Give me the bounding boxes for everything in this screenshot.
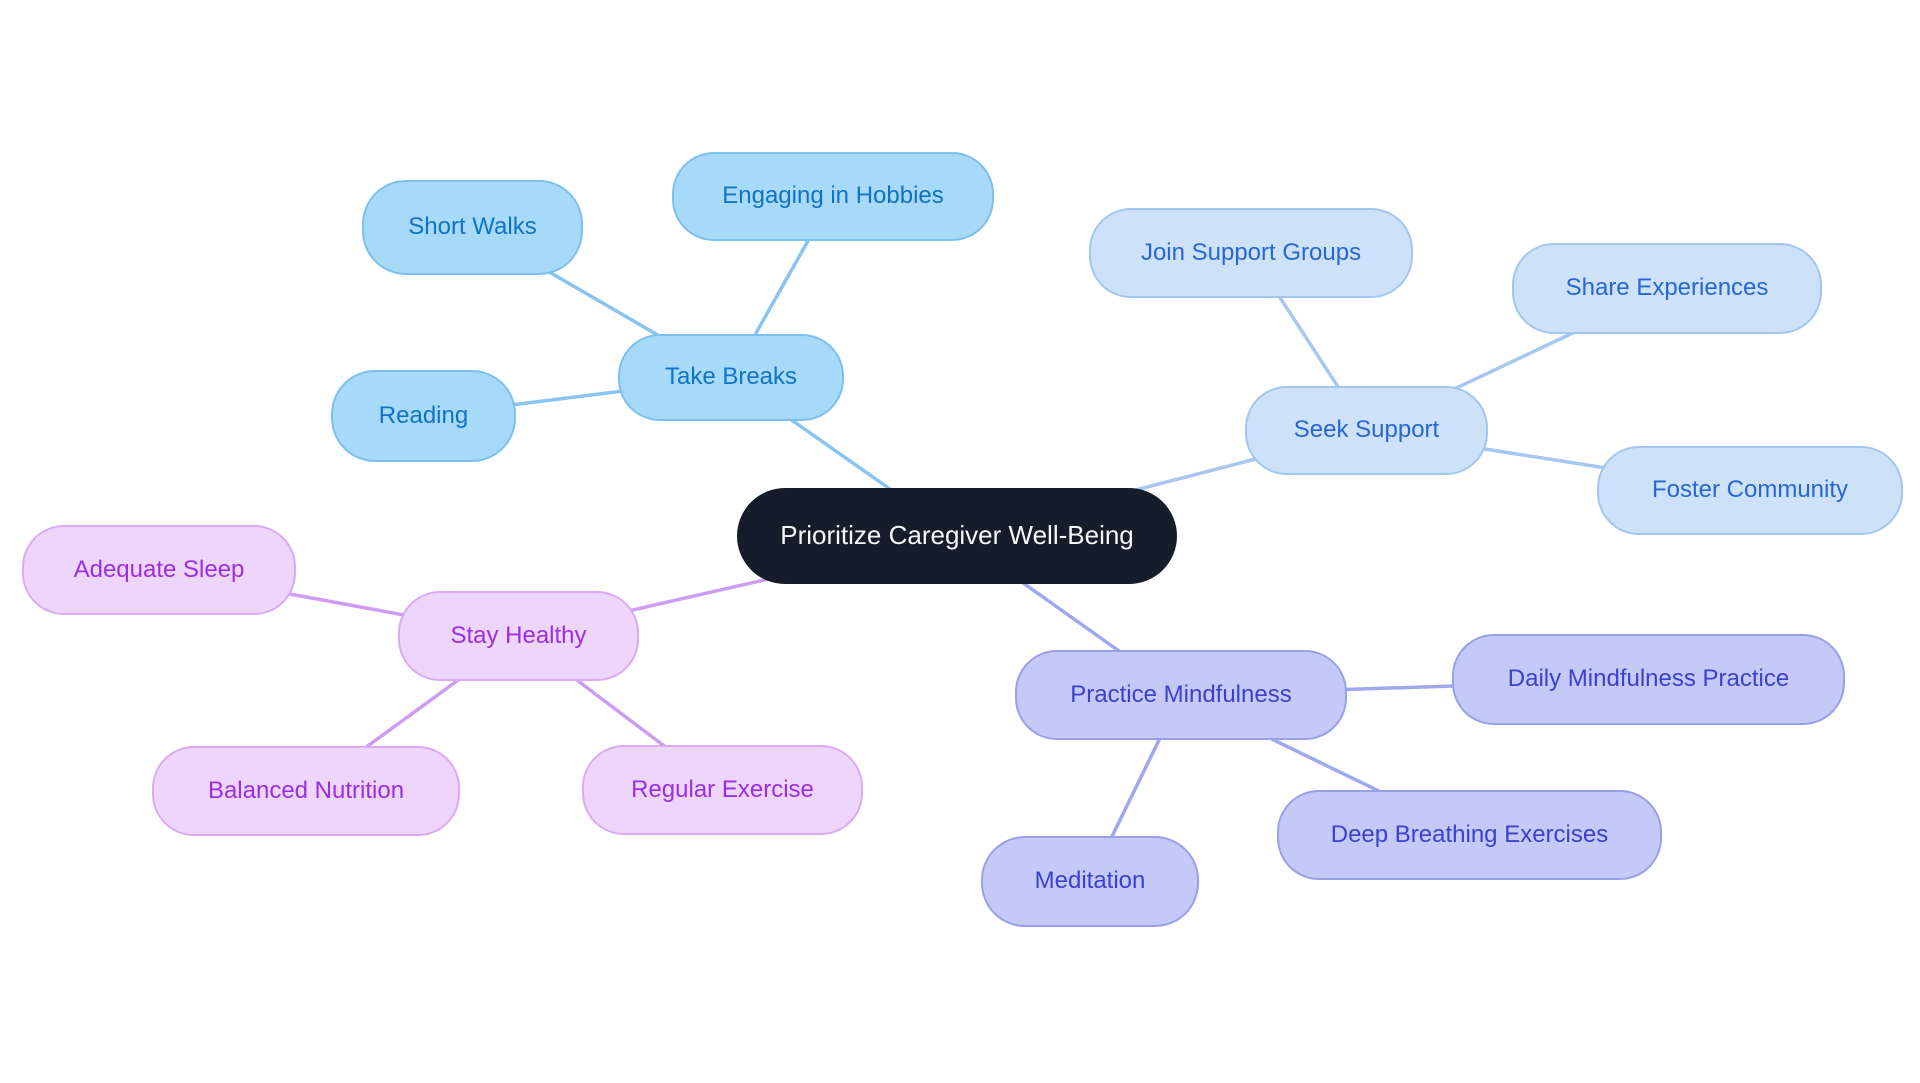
node-label-share-experiences: Share Experiences (1565, 274, 1769, 302)
node-balanced-nutrition[interactable]: Balanced Nutrition (152, 746, 460, 836)
node-label-regular-exercise: Regular Exercise (631, 775, 814, 803)
node-share-experiences[interactable]: Share Experiences (1512, 243, 1822, 334)
node-label-practice-mindfulness: Practice Mindfulness (1070, 680, 1292, 708)
node-label-engaging-in-hobbies: Engaging in Hobbies (722, 182, 944, 210)
node-label-short-walks: Short Walks (408, 213, 537, 241)
node-deep-breathing-exercises[interactable]: Deep Breathing Exercises (1277, 790, 1662, 880)
node-label-central: Prioritize Caregiver Well-Being (780, 520, 1134, 551)
node-label-take-breaks: Take Breaks (664, 363, 798, 391)
node-reading[interactable]: Reading (331, 370, 516, 462)
node-engaging-in-hobbies[interactable]: Engaging in Hobbies (672, 152, 994, 241)
node-label-reading: Reading (378, 401, 469, 429)
node-label-foster-community: Foster Community (1651, 476, 1849, 504)
node-practice-mindfulness[interactable]: Practice Mindfulness (1015, 650, 1347, 740)
node-label-daily-mindfulness-practice: Daily Mindfulness Practice (1507, 665, 1790, 693)
node-regular-exercise[interactable]: Regular Exercise (582, 745, 863, 835)
node-stay-healthy[interactable]: Stay Healthy (398, 591, 639, 681)
node-label-deep-breathing-exercises: Deep Breathing Exercises (1330, 820, 1609, 848)
node-label-seek-support: Seek Support (1293, 416, 1440, 444)
node-label-join-support-groups: Join Support Groups (1140, 238, 1362, 266)
node-join-support-groups[interactable]: Join Support Groups (1089, 208, 1413, 298)
node-short-walks[interactable]: Short Walks (362, 180, 583, 275)
node-adequate-sleep[interactable]: Adequate Sleep (22, 525, 296, 615)
node-take-breaks[interactable]: Take Breaks (618, 334, 844, 421)
node-label-stay-healthy: Stay Healthy (450, 621, 587, 649)
node-label-meditation: Meditation (1034, 867, 1146, 895)
node-seek-support[interactable]: Seek Support (1245, 386, 1488, 475)
node-central[interactable]: Prioritize Caregiver Well-Being (737, 488, 1177, 584)
node-meditation[interactable]: Meditation (981, 836, 1199, 927)
node-label-balanced-nutrition: Balanced Nutrition (207, 776, 405, 804)
node-foster-community[interactable]: Foster Community (1597, 446, 1903, 535)
node-label-adequate-sleep: Adequate Sleep (73, 555, 245, 583)
node-daily-mindfulness-practice[interactable]: Daily Mindfulness Practice (1452, 634, 1845, 725)
